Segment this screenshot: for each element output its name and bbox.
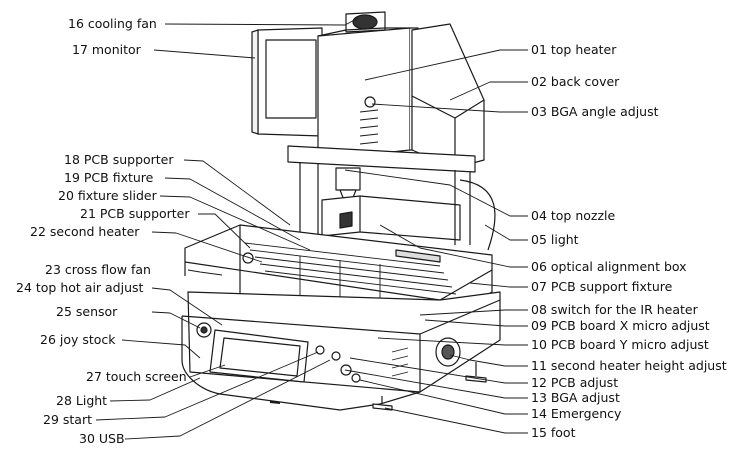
label-usb: 30 USB — [79, 431, 125, 446]
label-sensor: 25 sensor — [56, 304, 118, 319]
label-second-heater-height: 11 second heater height adjust — [531, 358, 727, 373]
label-cross-flow-fan: 23 cross flow fan — [45, 262, 151, 277]
label-bga-angle-adjust: 03 BGA angle adjust — [531, 104, 659, 119]
optical-box-drawing — [321, 195, 461, 241]
light-cable-drawing — [459, 179, 496, 251]
label-bga-adjust: 13 BGA adjust — [531, 390, 620, 405]
base-drawing — [181, 291, 501, 411]
label-light: 28 Light — [56, 393, 108, 408]
label-top-hot-air-adjust: 24 top hot air adjust — [16, 280, 144, 295]
label-pcb-adjust: 12 PCB adjust — [531, 375, 619, 390]
column-drawing — [287, 145, 476, 245]
label-light-05: 05 light — [531, 232, 579, 247]
label-pcb-y-micro-adjust: 10 PCB board Y micro adjust — [531, 337, 709, 352]
label-pcb-supporter-18: 18 PCB supporter — [64, 152, 174, 167]
label-cooling-fan: 16 cooling fan — [68, 16, 157, 31]
label-pcb-fixture: 19 PCB fixture — [64, 170, 154, 185]
label-monitor: 17 monitor — [72, 42, 141, 57]
label-fixture-slider: 20 fixture slider — [58, 188, 157, 203]
label-pcb-support-fixture: 07 PCB support fixture — [531, 279, 673, 294]
label-top-heater: 01 top heater — [531, 42, 617, 57]
label-touch-screen: 27 touch screen — [86, 369, 187, 384]
label-optical-alignment-box: 06 optical alignment box — [531, 259, 687, 274]
label-pcb-x-micro-adjust: 09 PCB board X micro adjust — [531, 318, 710, 333]
label-top-nozzle: 04 top nozzle — [531, 208, 616, 223]
pcb-frame-drawing — [184, 224, 493, 331]
label-back-cover: 02 back cover — [531, 74, 620, 89]
label-foot: 15 foot — [531, 425, 576, 440]
label-pcb-supporter-21: 21 PCB supporter — [80, 206, 190, 221]
right-leader-lines — [344, 49, 528, 434]
back-cover-drawing — [411, 23, 485, 169]
top-head-drawing — [317, 11, 419, 161]
label-ir-heater-switch: 08 switch for the IR heater — [531, 302, 698, 317]
label-emergency: 14 Emergency — [531, 406, 622, 421]
left-leader-lines — [95, 17, 359, 440]
label-second-heater: 22 second heater — [30, 224, 140, 239]
label-start: 29 start — [43, 412, 92, 427]
monitor-drawing — [251, 27, 323, 137]
label-joy-stock: 26 joy stock — [40, 332, 116, 347]
